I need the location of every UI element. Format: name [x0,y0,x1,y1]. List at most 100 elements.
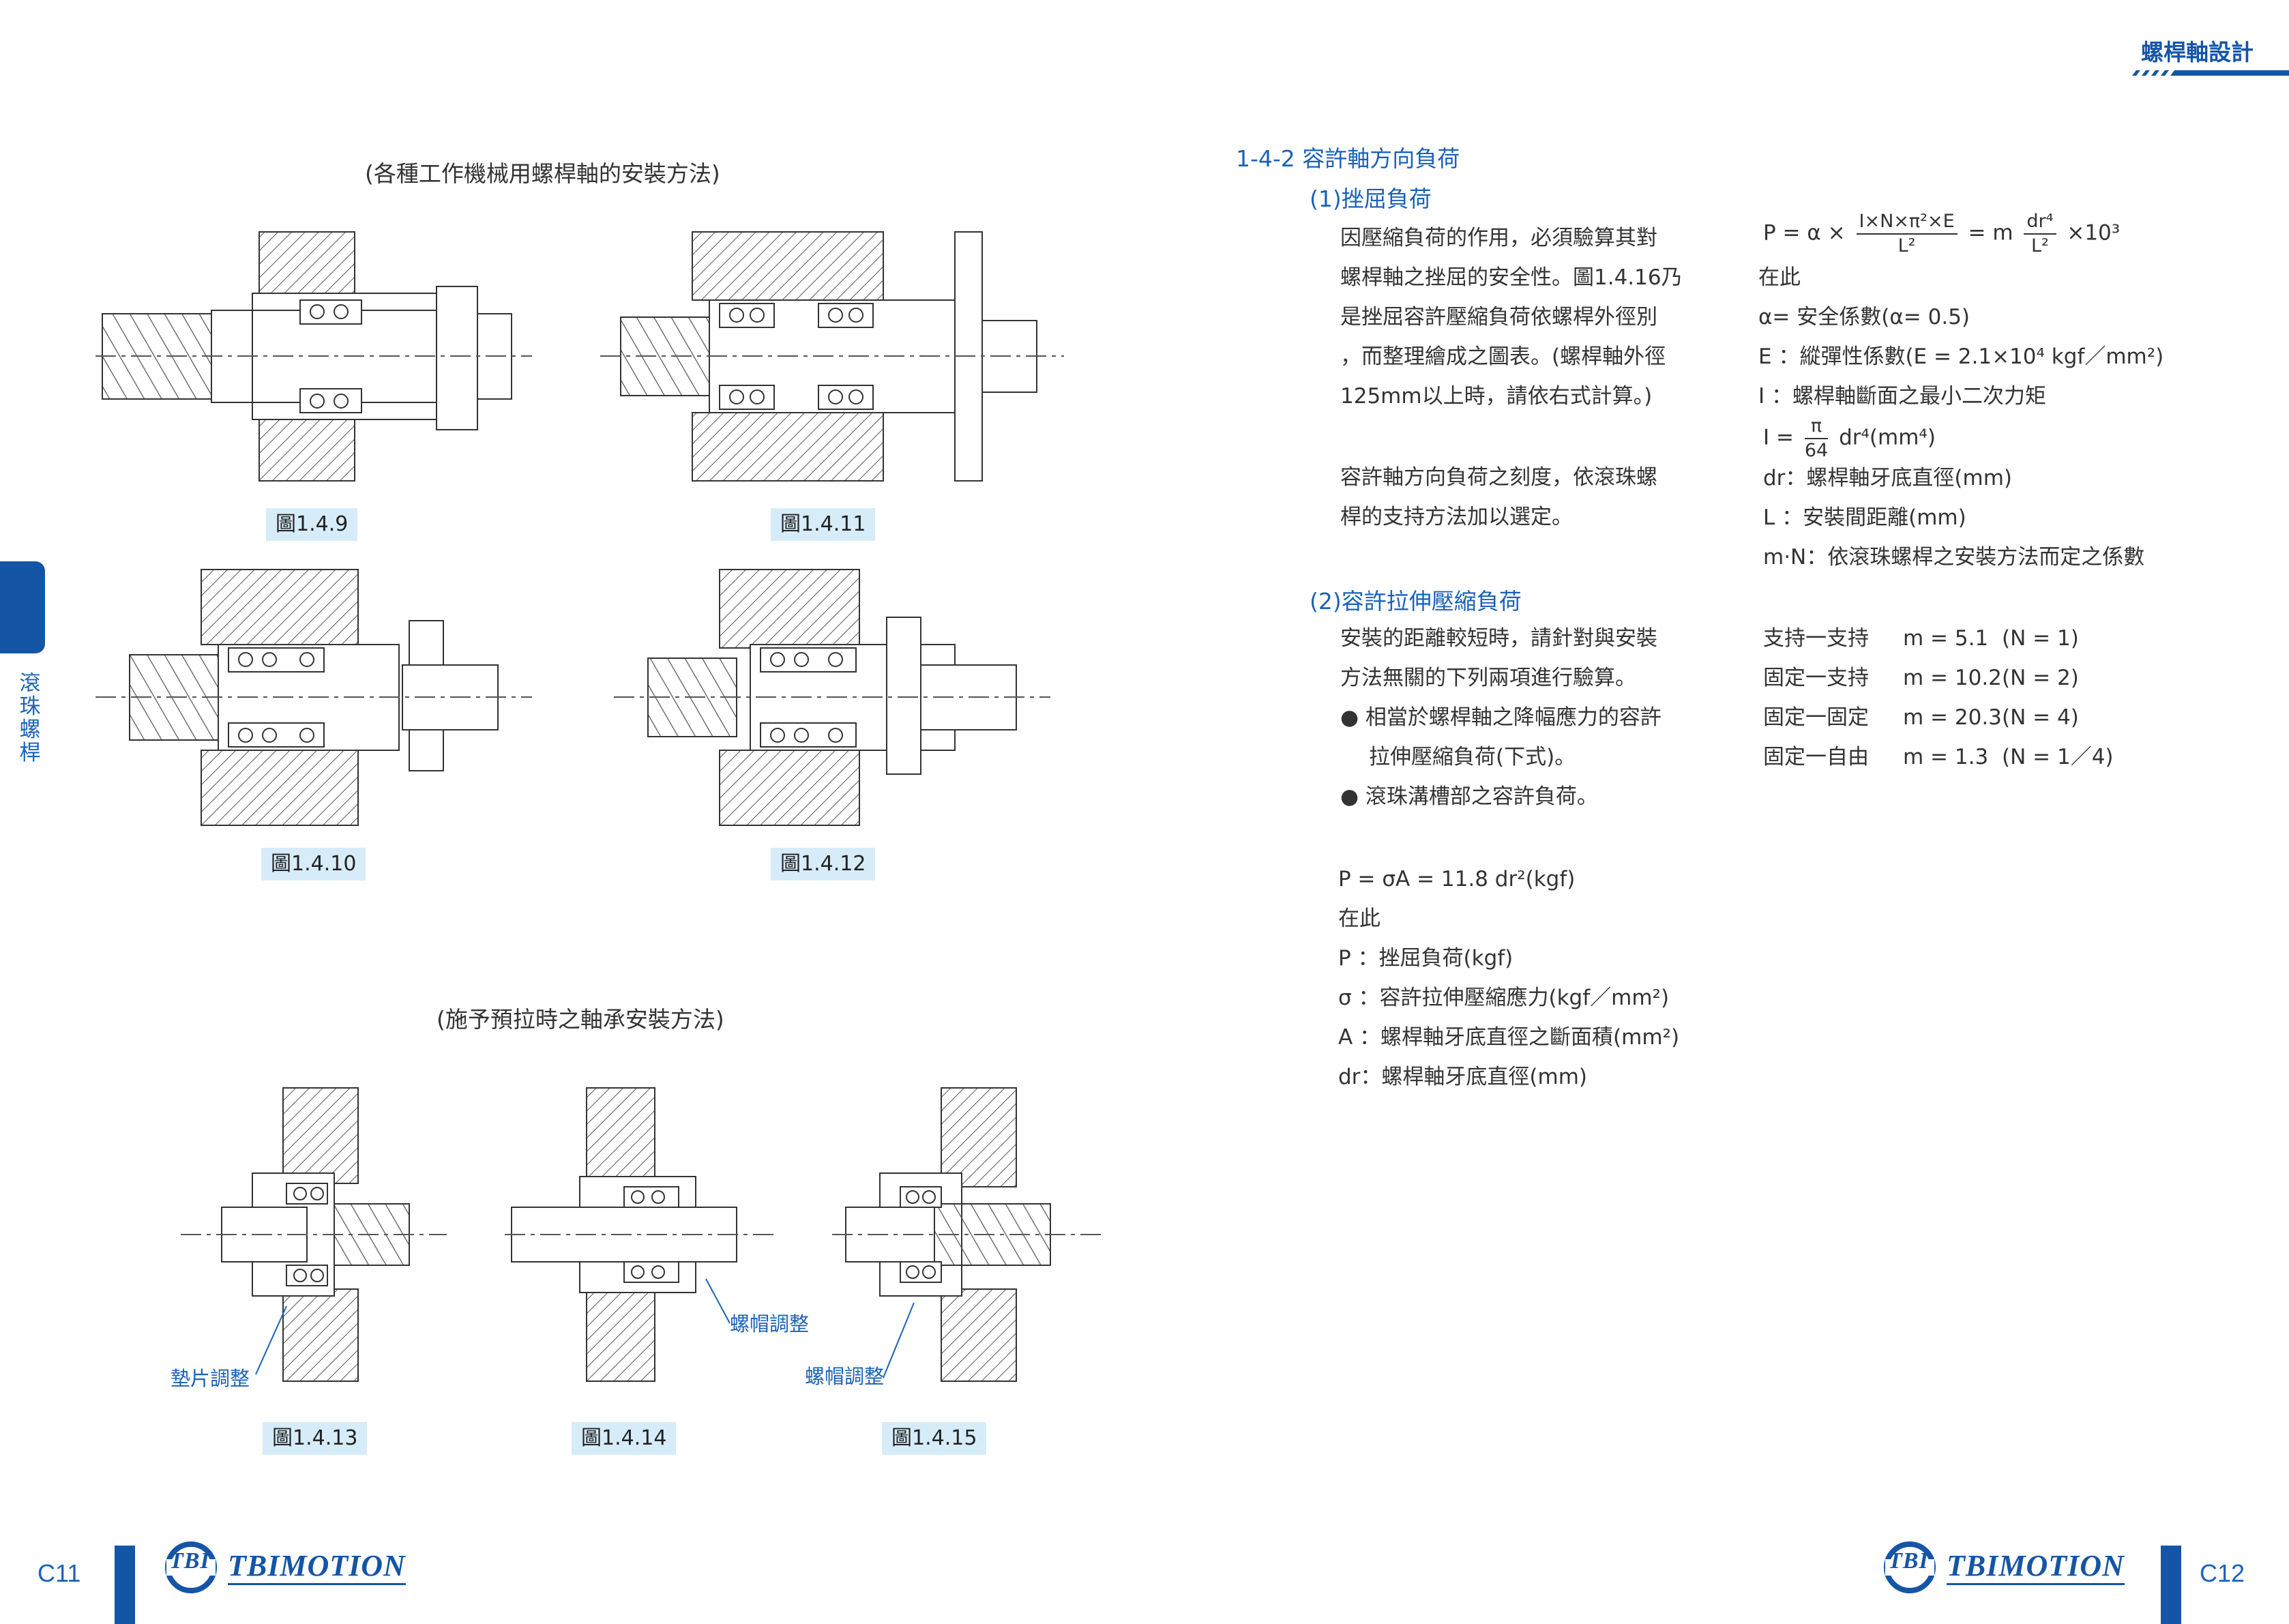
text-line: 是挫屈容許壓縮負荷依螺桿外徑別 [1340,305,1657,329]
text-line: 安裝的距離較短時，請針對與安裝 [1340,626,1657,651]
table-row: 固定一支持 m = 10.2(N = 2) [1763,658,2114,698]
text-line: 因壓縮負荷的作用，必須驗算其對 [1340,226,1657,250]
subheading-buckling: (1)挫屈負荷 [1310,186,1432,212]
caption-fig-1-4-13: 圖1.4.13 [263,1422,368,1455]
figure-1-4-12 [614,569,1050,826]
text-line: ，而整理繪成之圖表。(螺桿軸外徑 [1340,344,1666,369]
formula-rhs: dr⁴(mm⁴) [1839,425,1936,450]
table-row: 固定一固定 m = 20.3(N = 4) [1763,698,2114,737]
figure-1-4-10 [95,569,532,826]
definitions-buckling: 在此 α= 安全係數(α= 0.5) E ：縱彈性係數(E = 2.1×10⁴ … [1758,258,2164,416]
caption-fig-1-4-14: 圖1.4.14 [572,1422,677,1455]
caption-fig-1-4-12: 圖1.4.12 [771,848,876,881]
text-line: 在此 [1338,906,1380,931]
support-n: (N = 4) [2002,705,2079,730]
caption-fig-1-4-11: 圖1.4.11 [771,508,876,541]
support-m: m = 10.2 [1903,666,2002,690]
support-n: (N = 1) [2002,626,2079,651]
header-title: 螺桿軸設計 [2141,39,2254,65]
logo-name-right: TBIMOTION [1947,1548,2125,1585]
fraction-num: π [1804,415,1829,439]
text-line: 桿的支持方法加以選定。 [1340,505,1573,529]
text-line: 方法無關的下列兩項進行驗算。 [1340,666,1636,690]
footer-bar-left [115,1546,135,1624]
definition-line: A ：螺桿軸牙底直徑之斷面積(mm²) [1338,1025,1680,1050]
paragraph-buckling: 因壓縮負荷的作用，必須驗算其對 螺桿軸之挫屈的安全性。圖1.4.16乃 是挫屈容… [1340,218,1683,416]
side-label: 滾珠螺桿 [19,671,41,765]
fraction-den: L² [2031,235,2049,256]
support-type: 固定一支持 [1763,666,1869,690]
caption-fig-1-4-10: 圖1.4.10 [261,848,366,881]
caption-fig-1-4-9: 圖1.4.9 [266,508,358,541]
formula-lhs: P = α × [1763,220,1846,246]
definition-line: I ：螺桿軸斷面之最小二次力矩 [1758,384,2046,409]
support-n: (N = 2) [2002,666,2079,690]
definition-line: m·N：依滾珠螺桿之安裝方法而定之係數 [1763,545,2145,570]
fraction-den: L² [1897,235,1916,256]
logo-name-left: TBIMOTION [228,1548,406,1585]
callout-shim-adjust: 墊片調整 [171,1367,250,1390]
support-m: m = 1.3 [1903,745,1989,769]
bullet-item: ● 相當於螺桿軸之降幅應力的容許 [1340,698,1662,737]
table-row: 支持一支持 m = 5.1 (N = 1) [1763,619,2114,658]
formula-mid: = m [1968,220,2013,246]
bullet-icon: ● [1340,784,1365,809]
logo-badge-left: TBI [169,1548,210,1574]
callout-nut-adjust-a: 螺帽調整 [730,1312,810,1335]
logo-left: TBI TBIMOTION [164,1540,423,1595]
tension-formula: P = σA = 11.8 dr²(kgf) [1338,867,1576,891]
figure-1-4-15 [832,1087,1105,1382]
figure-1-4-11 [600,231,1064,482]
formula-lhs: I = [1763,425,1794,450]
support-type: 固定一固定 [1763,705,1869,730]
definition-line: P ：挫屈負荷(kgf) [1338,946,1513,971]
support-type: 支持一支持 [1763,626,1869,651]
footer-bar-right [2161,1546,2181,1624]
logo-right: TBI TBIMOTION [1882,1540,2142,1595]
figure-1-4-9 [95,231,532,482]
page-number-right: C12 [2200,1559,2245,1587]
formula-tail: ×10³ [2067,220,2121,246]
support-coefficient-table: 支持一支持 m = 5.1 (N = 1) 固定一支持 m = 10.2(N = 2)… [1763,619,2114,777]
section-heading-preload: (施予預拉時之軸承安裝方法) [437,1006,724,1033]
definition-line: σ ：容許拉伸壓縮應力(kgf／mm²) [1338,986,1670,1010]
definition-line: dr：螺桿軸牙底直徑(mm) [1763,466,2013,490]
support-m: m = 5.1 [1903,626,1989,651]
bullet-item: ● 滾珠溝槽部之容許負荷。 [1340,777,1662,816]
definition-line: L ：安裝間距離(mm) [1763,505,1966,530]
text-line: 螺桿軸之挫屈的安全性。圖1.4.16乃 [1340,265,1683,290]
header: 螺桿軸設計 [2132,27,2289,76]
definition-line: α= 安全係數(α= 0.5) [1758,305,1970,329]
support-type: 固定一自由 [1763,745,1869,769]
section-heading-mounting: (各種工作機械用螺桿軸的安裝方法) [365,160,720,187]
side-tab [0,561,45,653]
support-n: (N = 1／4) [2002,745,2114,769]
caption-fig-1-4-15: 圖1.4.15 [882,1422,987,1455]
definition-line: E ：縱彈性係數(E = 2.1×10⁴ kgf／mm²) [1758,344,2164,369]
text-line: 在此 [1758,265,1801,290]
bullet-icon: ● [1340,705,1365,730]
tbi-logo-icon [1884,1541,1936,1593]
definition-line: dr：螺桿軸牙底直徑(mm) [1338,1065,1588,1089]
page-number-left: C11 [38,1559,81,1587]
subheading-tension-compression: (2)容許拉伸壓縮負荷 [1310,588,1522,615]
tbi-logo-icon [165,1541,217,1593]
header-stripes [2132,65,2289,76]
callout-nut-adjust-b: 螺帽調整 [805,1365,885,1388]
support-m: m = 20.3 [1903,705,2002,730]
fraction-num: dr⁴ [2024,210,2056,235]
paragraph-scale: 容許軸方向負荷之刻度，依滾珠螺 桿的支持方法加以選定。 [1340,458,1657,537]
bullet-continuation: 拉伸壓縮負荷(下式)。 [1369,745,1576,769]
fraction-den: 64 [1804,440,1829,461]
text-line: 125mm以上時，請依右式計算。) [1340,384,1653,409]
table-row: 固定一自由 m = 1.3 (N = 1／4) [1763,737,2114,777]
logo-badge-right: TBI [1888,1548,1929,1574]
bullet-text: 相當於螺桿軸之降幅應力的容許 [1365,705,1662,730]
figure-1-4-14 [505,1087,778,1382]
definitions-buckling-2: dr：螺桿軸牙底直徑(mm) L ：安裝間距離(mm) m·N：依滾珠螺桿之安裝… [1763,458,2144,577]
